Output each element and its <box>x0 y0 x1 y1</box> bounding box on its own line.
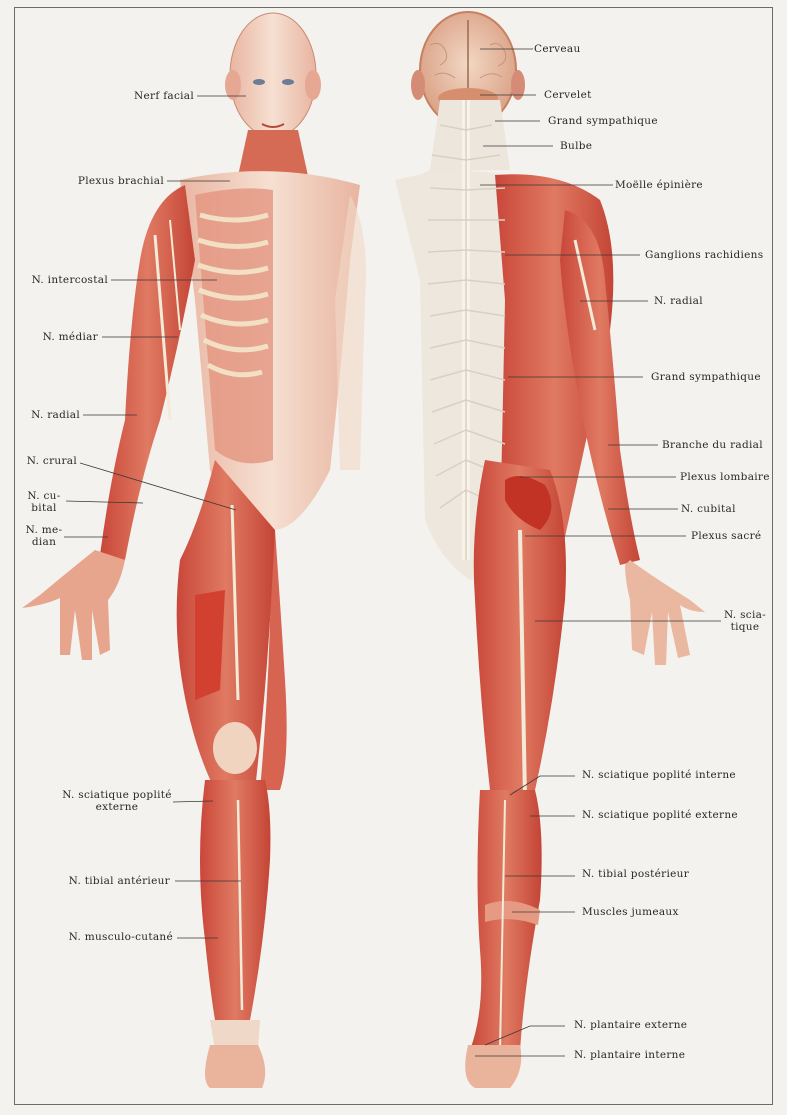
label-n-median: N. me- dian <box>24 524 64 548</box>
label-n-sciatique-poplite-externe-line1: N. sciatique poplité <box>62 789 172 801</box>
label-n-sciatique: N. scia- tique <box>722 609 768 633</box>
label-moelle-epiniere: Moëlle épinière <box>615 179 703 191</box>
label-n-cubital: N. cu- bital <box>24 490 64 514</box>
front-figure <box>22 12 366 1088</box>
label-n-tibial-anterieur: N. tibial antérieur <box>68 875 170 887</box>
label-n-median-line1: N. me- <box>25 524 63 536</box>
label-n-cubital-line2: bital <box>31 502 57 514</box>
label-nerf-facial: Nerf facial <box>134 90 194 102</box>
label-n-plantaire-interne: N. plantaire interne <box>574 1049 686 1061</box>
label-n-cubital-line1: N. cu- <box>27 490 61 502</box>
label-cerveau: Cerveau <box>534 43 581 55</box>
label-branche-du-radial: Branche du radial <box>662 439 763 451</box>
label-muscles-jumeaux: Muscles jumeaux <box>582 906 679 918</box>
label-bulbe: Bulbe <box>560 140 593 152</box>
label-n-radial-back: N. radial <box>654 295 703 307</box>
label-n-sciatique-poplite-externe-line2: externe <box>95 801 139 813</box>
label-plexus-lombaire: Plexus lombaire <box>680 471 770 483</box>
label-n-sciatique-line1: N. scia- <box>723 609 767 621</box>
label-n-median-line2: dian <box>31 536 57 548</box>
back-figure <box>395 11 705 1088</box>
label-n-crural: N. crural <box>26 455 77 467</box>
leader-lines <box>64 48 721 1057</box>
label-grand-sympathique-1: Grand sympathique <box>548 115 658 127</box>
plate-border-frame <box>14 7 773 1105</box>
label-n-plantaire-externe: N. plantaire externe <box>574 1019 688 1031</box>
label-n-radial: N. radial <box>31 409 80 421</box>
label-n-sciatique-poplite-interne: N. sciatique poplité interne <box>582 769 736 781</box>
label-n-sciatique-line2: tique <box>730 621 760 633</box>
label-ganglions-rachidiens: Ganglions rachidiens <box>645 249 764 261</box>
label-plexus-brachial: Plexus brachial <box>77 175 164 187</box>
label-n-sciatique-poplite-externe-back: N. sciatique poplité externe <box>582 809 738 821</box>
label-plexus-sacre: Plexus sacré <box>691 530 762 542</box>
label-n-musculo-cutane: N. musculo-cutané <box>68 931 173 943</box>
label-n-mediar: N. médiar <box>42 331 98 343</box>
label-grand-sympathique-2: Grand sympathique <box>651 371 761 383</box>
label-n-tibial-posterieur: N. tibial postérieur <box>582 868 690 880</box>
label-n-sciatique-poplite-externe: N. sciatique poplité externe <box>62 789 172 813</box>
label-n-intercostal: N. intercostal <box>31 274 108 286</box>
label-n-cubital-back: N. cubital <box>681 503 736 515</box>
label-cervelet: Cervelet <box>544 89 592 101</box>
